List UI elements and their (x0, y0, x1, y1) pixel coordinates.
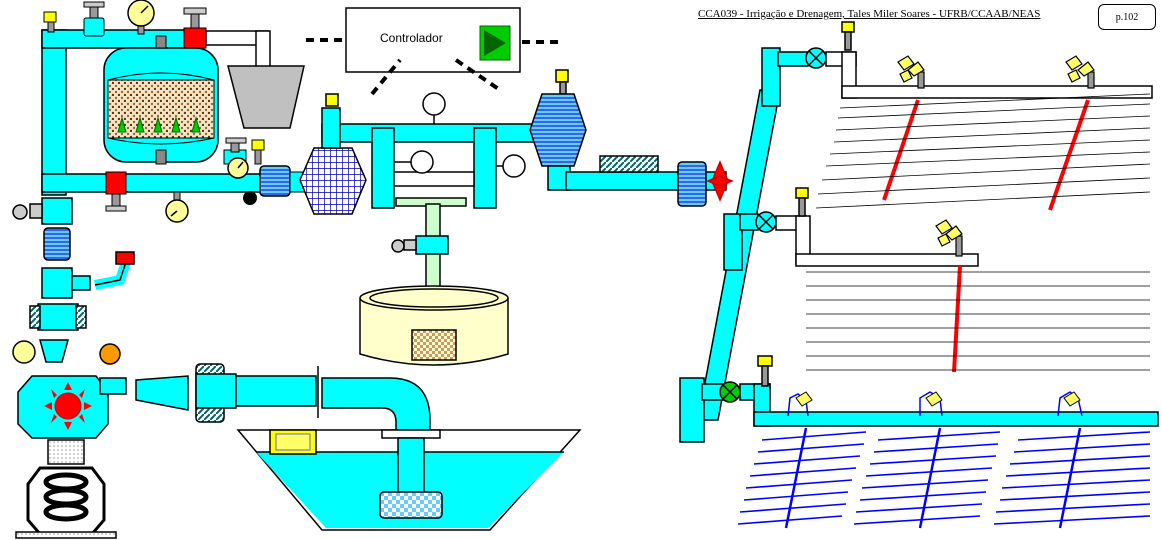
sprinkler-icon (787, 391, 1083, 417)
document-header-title: CCA039 - Irrigação e Drenagem, Tales Mil… (698, 8, 1041, 20)
disk-filter-2 (529, 69, 587, 191)
air-release-valve (43, 1, 105, 37)
field-strip-2 (806, 271, 1150, 371)
pressure-gauge-icon (165, 191, 189, 223)
valve-handle-icon (183, 7, 207, 49)
drip-lines-grid (737, 431, 1151, 525)
lateral-red-1 (882, 99, 1090, 211)
main-line (565, 155, 734, 207)
injector-elbow (94, 251, 135, 290)
water-reservoir (236, 429, 582, 531)
sprinkler-icon (897, 55, 1095, 89)
suction-line (135, 363, 431, 441)
check-valve (243, 191, 257, 205)
controller-label: Controlador (380, 31, 443, 45)
controller-signal-lines (306, 38, 564, 96)
pressure-gauge-icon (127, 0, 155, 35)
disk-filter (299, 147, 367, 215)
backwash-pipe (205, 30, 271, 72)
pipe-fittings-column (12, 197, 91, 331)
lateral-header-1 (761, 21, 1153, 107)
motor-coil-icon (15, 439, 117, 539)
controller-box (306, 7, 564, 96)
sand-filter-tank (103, 35, 219, 165)
sediment-hopper (227, 65, 305, 129)
main-intake-pipe (41, 29, 263, 196)
pressure-port (251, 139, 265, 165)
field-strip-1 (815, 93, 1151, 209)
valve-handle-icon (223, 137, 247, 165)
lateral-header-3 (679, 355, 1159, 443)
drip-laterals-blue (784, 427, 1082, 529)
pressure-gauge-icon (227, 157, 249, 179)
lateral-header-2 (723, 187, 979, 271)
screen-filter-coupling (259, 165, 291, 197)
valve-handle-icon (105, 171, 127, 212)
fertigation-manifold (321, 92, 545, 307)
pump-impeller-icon (44, 382, 92, 430)
page-number-badge: p.102 (1098, 4, 1156, 30)
fertilizer-tank (359, 285, 509, 366)
sprinkler-icon (795, 391, 1081, 407)
sprinkler-icon (935, 219, 963, 257)
lateral-red-2 (952, 265, 962, 373)
